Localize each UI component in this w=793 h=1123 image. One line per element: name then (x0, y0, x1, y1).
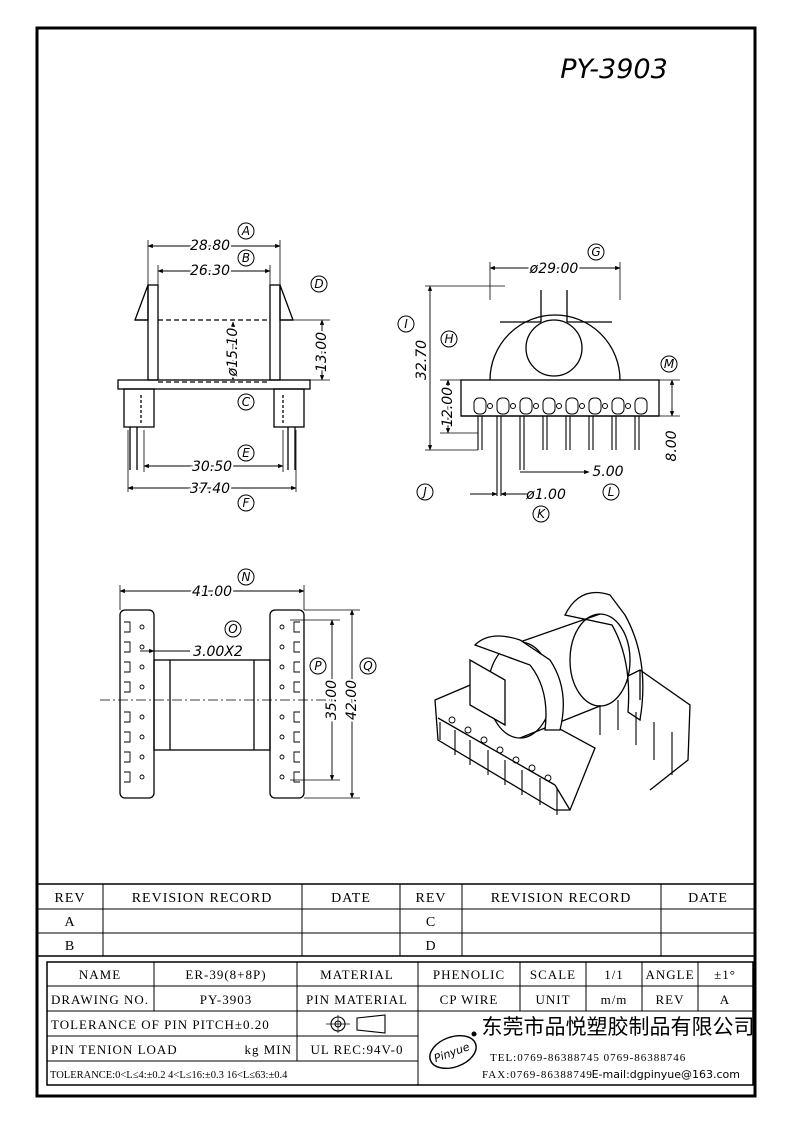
side-dim-32.70: 32.70 (414, 340, 430, 380)
top-right-flange (269, 609, 305, 799)
revision-table (36, 883, 756, 957)
side-dim-8.00: 8.00 (664, 430, 680, 461)
tb-pin-tension-value: kg MIN (244, 1042, 292, 1057)
company-email: E-mail:dgpinyue@163.com (592, 1068, 740, 1081)
front-base (117, 379, 311, 390)
tb-unit-label: UNIT (535, 992, 570, 1007)
tb-rev-value: A (720, 992, 730, 1007)
marker-A: A (241, 224, 250, 238)
rev-header-right: REV (416, 891, 447, 906)
title-block (46, 961, 754, 1086)
record-header-left: REVISION RECORD (132, 891, 273, 906)
front-view (117, 240, 330, 492)
side-dim-5.00: 5.00 (592, 464, 623, 480)
side-dimensions (427, 265, 675, 497)
marker-Q: Q (363, 659, 372, 673)
top-dim-35.00: 35.00 (324, 680, 340, 720)
tb-scale-value: 1/1 (604, 967, 624, 982)
front-dim-26.30: 26.30 (190, 263, 230, 279)
marker-F: F (243, 496, 251, 510)
top-dim-41.00: 41.00 (192, 584, 232, 600)
side-flange-arc (489, 314, 621, 381)
tb-rev-label: REV (656, 992, 685, 1007)
rev-row-d: D (425, 939, 436, 954)
marker-G: G (591, 245, 600, 259)
front-left-flange (147, 284, 159, 381)
marker-P: P (314, 659, 322, 673)
rev-row-c: C (426, 915, 436, 930)
tb-material-value: PHENOLIC (433, 967, 505, 982)
side-core-hole (525, 319, 583, 377)
tb-scale-label: SCALE (530, 967, 576, 982)
isometric-view (434, 591, 691, 815)
tb-material-label: MATERIAL (320, 967, 394, 982)
tb-angle-value: ±1° (714, 967, 736, 982)
rev-row-b: B (65, 939, 75, 954)
tb-pin-material-label: PIN MATERIAL (306, 992, 408, 1007)
record-header-right: REVISION RECORD (491, 891, 632, 906)
top-left-flange (119, 609, 155, 799)
marker-L: L (608, 485, 615, 499)
company-logo: Pinyue (429, 1031, 477, 1070)
marker-O: O (228, 622, 237, 636)
top-dimensions (119, 588, 355, 799)
top-dim-3.00x2: 3.00X2 (193, 644, 243, 660)
front-right-flange (269, 284, 281, 381)
rev-row-a: A (64, 915, 75, 930)
company-name: 东莞市品悦塑胶制品有限公司 (482, 1015, 755, 1039)
company-fax: FAX:0769-86388749 (482, 1069, 593, 1081)
front-dim-core-dia: ø15.10 (225, 328, 241, 378)
date-header-left: DATE (331, 891, 371, 906)
front-dim-28.80: 28.80 (190, 238, 230, 254)
tb-ul-rec: UL REC:94V-0 (310, 1042, 403, 1057)
projection-symbol (326, 1014, 386, 1034)
top-view (100, 585, 360, 799)
drawing-title: PY-3903 (560, 54, 668, 85)
sheet-frame (35, 26, 757, 1098)
tb-pin-material-value: CP WIRE (440, 992, 499, 1007)
front-dim-37.40: 37.40 (190, 481, 230, 497)
side-view (425, 262, 680, 496)
side-dim-pin-dia: ø1.00 (525, 487, 566, 503)
tb-drawing-no-value: PY-3903 (200, 992, 253, 1007)
tb-tolerance-line: TOLERANCE:0<L≤4:±0.2 4<L≤16:±0.3 16<L≤63… (50, 1070, 288, 1081)
tb-tolerance-pitch: TOLERANCE OF PIN PITCH±0.20 (51, 1017, 270, 1032)
tb-angle-label: ANGLE (645, 967, 694, 982)
marker-M: M (664, 357, 675, 371)
marker-J: J (421, 485, 427, 499)
marker-C: C (242, 395, 251, 409)
marker-D: D (314, 277, 323, 291)
marker-B: B (242, 251, 250, 265)
marker-I: I (404, 317, 408, 331)
side-dim-29.00: ø29.00 (529, 261, 579, 277)
tb-drawing-no-label: DRAWING NO. (51, 992, 149, 1007)
front-dim-13.00: 13.00 (314, 332, 330, 372)
marker-N: N (242, 570, 251, 584)
tb-name-value: ER-39(8+8P) (185, 967, 266, 982)
side-dim-12.00: 12.00 (440, 387, 456, 427)
marker-E: E (242, 446, 250, 460)
marker-H: H (444, 332, 453, 346)
date-header-right: DATE (688, 891, 728, 906)
rev-header-left: REV (55, 891, 86, 906)
side-base (460, 379, 660, 417)
front-dimensions (127, 243, 325, 491)
company-tel: TEL:0769-86388745 0769-86388746 (490, 1052, 686, 1064)
top-core (153, 659, 271, 751)
tb-unit-value: m/m (601, 992, 628, 1007)
front-dim-30.50: 30.50 (192, 459, 232, 475)
top-dim-42.00: 42.00 (344, 680, 360, 720)
marker-K: K (537, 507, 546, 521)
tb-name-label: NAME (79, 967, 121, 982)
tb-pin-tension-label: PIN TENION LOAD (51, 1042, 178, 1057)
